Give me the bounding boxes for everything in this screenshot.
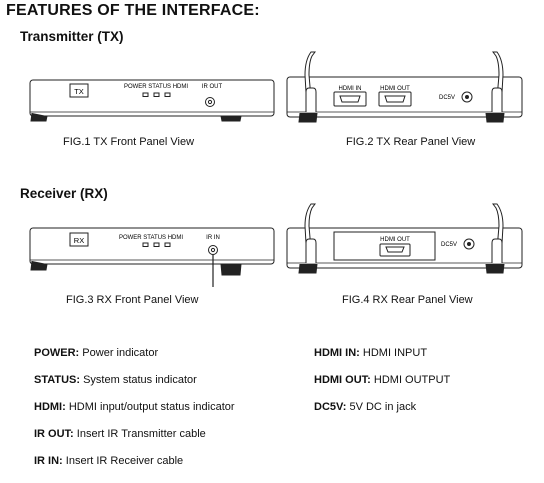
legend-text: 5V DC in jack: [349, 401, 417, 413]
rx-dc-label: DC5V: [441, 242, 457, 248]
rx-ir-label: IR IN: [206, 235, 220, 241]
tx-rear-panel: [286, 51, 523, 123]
tx-ir-label: IR OUT: [202, 84, 223, 90]
rx-front-panel: [29, 227, 275, 287]
legend-hdmi-in: HDMI IN: HDMI INPUT: [314, 347, 427, 359]
tx-rear-port1-label: HDMI IN: [339, 86, 362, 92]
fig4-caption: FIG.4 RX Rear Panel View: [342, 294, 473, 306]
tx-rear-port2-label: HDMI OUT: [380, 86, 410, 92]
tx-led-labels: POWER STATUS HDMI: [124, 84, 188, 90]
legend-hdmi-out: HDMI OUT: HDMI OUTPUT: [314, 374, 450, 386]
receiver-heading: Receiver (RX): [20, 186, 108, 201]
legend-hdmi: HDMI: HDMI input/output status indicator: [34, 401, 235, 413]
tx-front-panel: [29, 79, 275, 122]
legend-term: HDMI:: [34, 401, 66, 413]
rx-front-badge: RX: [74, 236, 84, 245]
legend-status: STATUS: System status indicator: [34, 374, 197, 386]
rx-led-labels: POWER STATUS HDMI: [119, 235, 183, 241]
legend-text: Insert IR Transmitter cable: [76, 428, 206, 440]
legend-text: HDMI OUTPUT: [373, 374, 451, 386]
legend-term: HDMI IN:: [314, 347, 360, 359]
legend-text: Insert IR Receiver cable: [65, 455, 184, 467]
legend-ir-in: IR IN: Insert IR Receiver cable: [34, 455, 183, 467]
legend-term: HDMI OUT:: [314, 374, 371, 386]
legend-text: HDMI input/output status indicator: [68, 401, 235, 413]
fig1-caption: FIG.1 TX Front Panel View: [63, 136, 195, 148]
legend-power: POWER: Power indicator: [34, 347, 158, 359]
legend-text: Power indicator: [82, 347, 159, 359]
tx-dc-label: DC5V: [439, 95, 455, 101]
fig2-caption: FIG.2 TX Rear Panel View: [346, 136, 476, 148]
legend-term: IR IN:: [34, 455, 63, 467]
legend-dc5v: DC5V: 5V DC in jack: [314, 401, 416, 413]
page-title: FEATURES OF THE INTERFACE:: [6, 2, 260, 19]
tx-front-badge-frame: [69, 83, 89, 98]
rx-rear-port1-label: HDMI OUT: [380, 237, 410, 243]
legend-term: STATUS:: [34, 374, 81, 386]
legend-text: System status indicator: [83, 374, 197, 386]
legend-ir-out: IR OUT: Insert IR Transmitter cable: [34, 428, 206, 440]
tx-front-badge: TX: [74, 87, 84, 96]
legend-text: HDMI INPUT: [362, 347, 428, 359]
rx-rear-panel: [286, 203, 523, 274]
legend-term: DC5V:: [314, 401, 347, 413]
transmitter-heading: Transmitter (TX): [20, 29, 124, 44]
fig3-caption: FIG.3 RX Front Panel View: [66, 294, 199, 306]
legend-term: IR OUT:: [34, 428, 74, 440]
legend-term: POWER:: [34, 347, 80, 359]
